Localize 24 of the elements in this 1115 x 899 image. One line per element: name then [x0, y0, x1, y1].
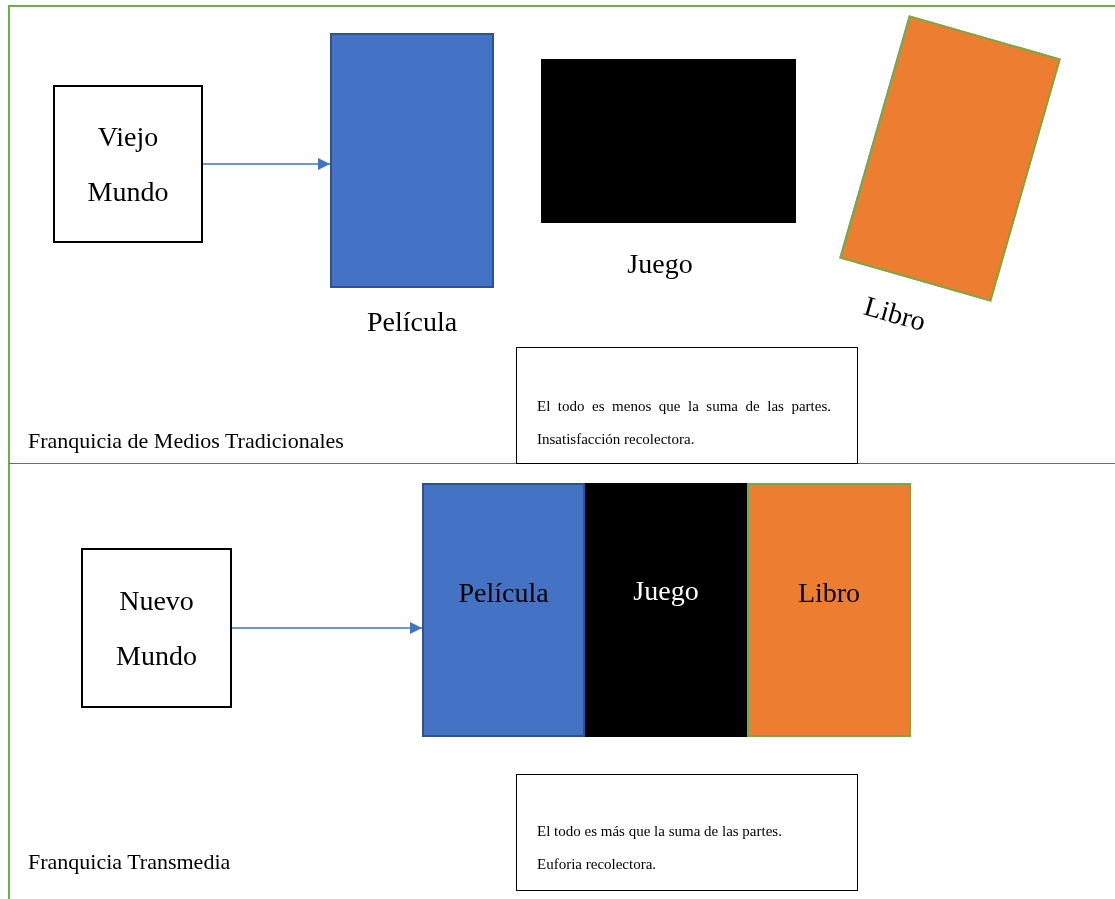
media-block: [585, 483, 747, 737]
section-title: Franquicia de Medios Tradicionales: [28, 428, 344, 454]
process-box: [81, 548, 232, 708]
media-block: [747, 483, 911, 737]
media-label: Película: [366, 306, 458, 338]
media-block: [422, 483, 585, 737]
note-text: El todo es más que la suma de las partes. Euforia recolectora.: [537, 822, 783, 874]
note-box: [516, 774, 858, 891]
media-block: [541, 59, 796, 223]
block-label: Película: [457, 577, 550, 609]
block-label: Juego: [632, 575, 700, 607]
box-label: Nuevo Mundo: [115, 584, 198, 673]
block-label: Libro: [796, 577, 862, 609]
note-box: [516, 347, 858, 464]
process-box: [53, 85, 203, 243]
section-panel: [8, 5, 1115, 464]
media-label: Libro: [860, 290, 930, 338]
media-block: [330, 33, 494, 288]
section-title: Franquicia Transmedia: [28, 849, 231, 875]
box-label: Viejo Mundo: [86, 120, 170, 209]
arrow: [231, 622, 423, 634]
arrow: [202, 158, 331, 170]
note-text: El todo es menos que la suma de las partes. Insatisfacción recolectora.: [537, 397, 831, 449]
media-label: Juego: [627, 248, 693, 280]
